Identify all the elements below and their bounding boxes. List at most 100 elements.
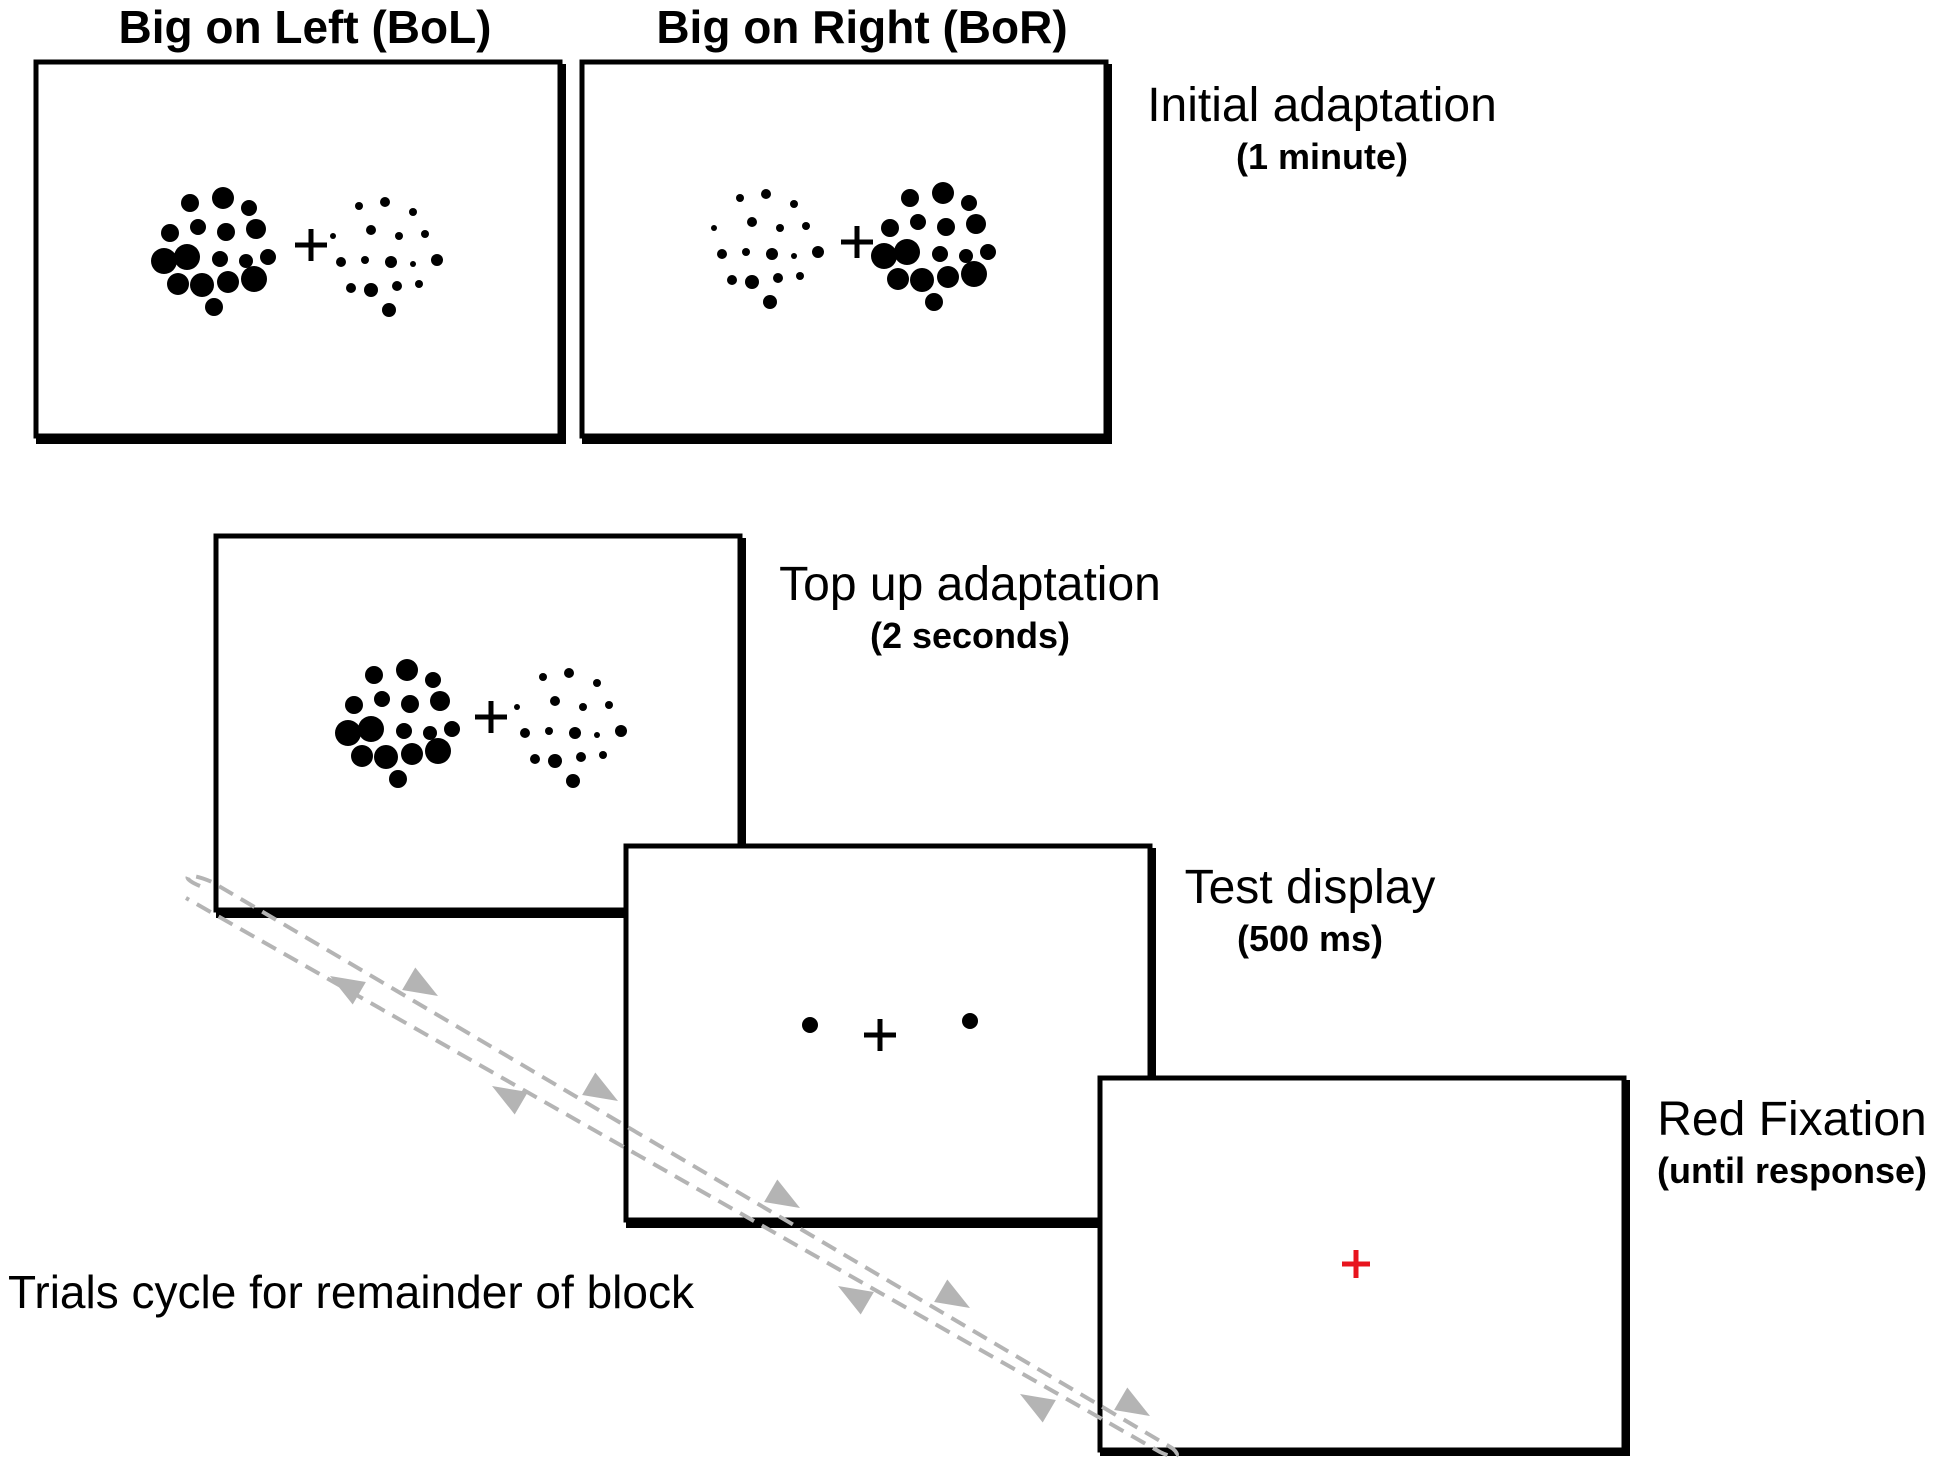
- initial-adaptation-label: Initial adaptation: [1147, 79, 1497, 132]
- stimulus-dot: [366, 225, 376, 235]
- stimulus-dot: [246, 219, 266, 239]
- stimulus-dot: [615, 725, 627, 737]
- topup-fixation-cross: [475, 701, 507, 733]
- stimulus-dot: [351, 745, 373, 767]
- stimulus-dot: [910, 214, 926, 230]
- test-right-dot: [962, 1013, 978, 1029]
- stimulus-dot: [396, 659, 418, 681]
- stimulus-dot: [550, 696, 560, 706]
- stimulus-dot: [871, 243, 897, 269]
- stimulus-dot: [181, 194, 199, 212]
- stimulus-dot: [539, 673, 547, 681]
- stimulus-dot: [599, 751, 607, 759]
- test-display-screen: [623, 843, 1156, 1228]
- stimulus-dot: [410, 261, 416, 267]
- stimulus-dot: [380, 197, 390, 207]
- stimulus-dot: [409, 208, 417, 216]
- stimulus-dot: [205, 298, 223, 316]
- bor-small-dot-cluster: [711, 189, 824, 309]
- stimulus-dot: [594, 732, 600, 738]
- stimulus-dot: [423, 726, 437, 740]
- stimulus-dot: [569, 727, 581, 739]
- stimulus-dot: [190, 219, 206, 235]
- bor-fixation-cross: [841, 226, 873, 258]
- stimulus-dot: [355, 202, 363, 210]
- stimulus-dot: [932, 182, 954, 204]
- top-up-duration: (2 seconds): [870, 615, 1070, 656]
- bor-title: Big on Right (BoR): [656, 1, 1067, 53]
- stimulus-dot: [330, 233, 336, 239]
- stimulus-dot: [401, 695, 419, 713]
- stimulus-dot: [761, 189, 771, 199]
- stimulus-dot: [346, 283, 356, 293]
- stimulus-dot: [742, 248, 750, 256]
- stimulus-dot: [593, 679, 601, 687]
- stimulus-dot: [745, 275, 759, 289]
- stimulus-dot: [401, 743, 423, 765]
- stimulus-dot: [937, 218, 955, 236]
- bor-big-dot-cluster: [871, 182, 996, 311]
- stimulus-dot: [431, 254, 443, 266]
- topup-big-dot-cluster: [335, 659, 460, 788]
- stimulus-dot: [717, 249, 727, 259]
- stimulus-dot: [961, 261, 987, 287]
- forward-arrowhead-1: [402, 967, 438, 996]
- stimulus-dot: [937, 266, 959, 288]
- red-fixation-label: Red Fixation: [1657, 1093, 1926, 1146]
- stimulus-dot: [374, 745, 398, 769]
- stimulus-dot: [421, 230, 429, 238]
- bol-small-dot-cluster: [330, 197, 443, 317]
- stimulus-dot: [961, 195, 977, 211]
- stimulus-dot: [212, 187, 234, 209]
- red-fixation-duration: (until response): [1657, 1150, 1927, 1191]
- bol-big-dot-cluster: [151, 187, 276, 316]
- forward-arrowhead-2: [582, 1072, 618, 1101]
- stimulus-dot: [365, 666, 383, 684]
- stimulus-dot: [763, 295, 777, 309]
- stimulus-dot: [345, 696, 363, 714]
- stimulus-dot: [894, 239, 920, 265]
- stimulus-dot: [217, 271, 239, 293]
- stimulus-dot: [374, 691, 390, 707]
- stimulus-dot: [901, 189, 919, 207]
- stimulus-dot: [727, 275, 737, 285]
- stimulus-dot: [802, 222, 810, 230]
- stimulus-dot: [736, 194, 744, 202]
- stimulus-dot: [382, 303, 396, 317]
- test-display-label: Test display: [1185, 861, 1436, 914]
- test-fixation-cross: [864, 1019, 896, 1051]
- stimulus-dot: [385, 256, 397, 268]
- stimulus-dot: [812, 246, 824, 258]
- forward-arrowhead-4: [934, 1279, 970, 1308]
- stimulus-dot: [530, 754, 540, 764]
- bol-title: Big on Left (BoL): [118, 1, 491, 53]
- stimulus-dot: [520, 728, 530, 738]
- stimulus-dot: [932, 246, 948, 262]
- return-arrowhead-3: [838, 1286, 874, 1315]
- stimulus-dot: [241, 266, 267, 292]
- stimulus-dot: [389, 770, 407, 788]
- stimulus-dot: [425, 672, 441, 688]
- red-fixation-screen: [1097, 1075, 1630, 1456]
- stimulus-dot: [566, 774, 580, 788]
- stimulus-dot: [217, 223, 235, 241]
- stimulus-dot: [161, 224, 179, 242]
- stimulus-dot: [174, 244, 200, 270]
- stimulus-dot: [212, 251, 228, 267]
- stimulus-dot: [260, 249, 276, 265]
- stimulus-dot: [773, 273, 783, 283]
- initial-adaptation-duration: (1 minute): [1236, 136, 1408, 177]
- topup-small-dot-cluster: [514, 668, 627, 788]
- stimulus-dot: [605, 701, 613, 709]
- bol-adaptation-screen: [33, 59, 566, 444]
- stimulus-dot: [514, 704, 520, 710]
- trials-cycle-label: Trials cycle for remainder of block: [8, 1266, 695, 1318]
- test-left-dot: [802, 1017, 818, 1033]
- stimulus-dot: [576, 752, 586, 762]
- forward-arrowhead-3: [764, 1179, 800, 1208]
- stimulus-dot: [910, 268, 934, 292]
- stimulus-dot: [241, 200, 257, 216]
- stimulus-dot: [925, 293, 943, 311]
- stimulus-dot: [966, 214, 986, 234]
- stimulus-dot: [545, 727, 553, 735]
